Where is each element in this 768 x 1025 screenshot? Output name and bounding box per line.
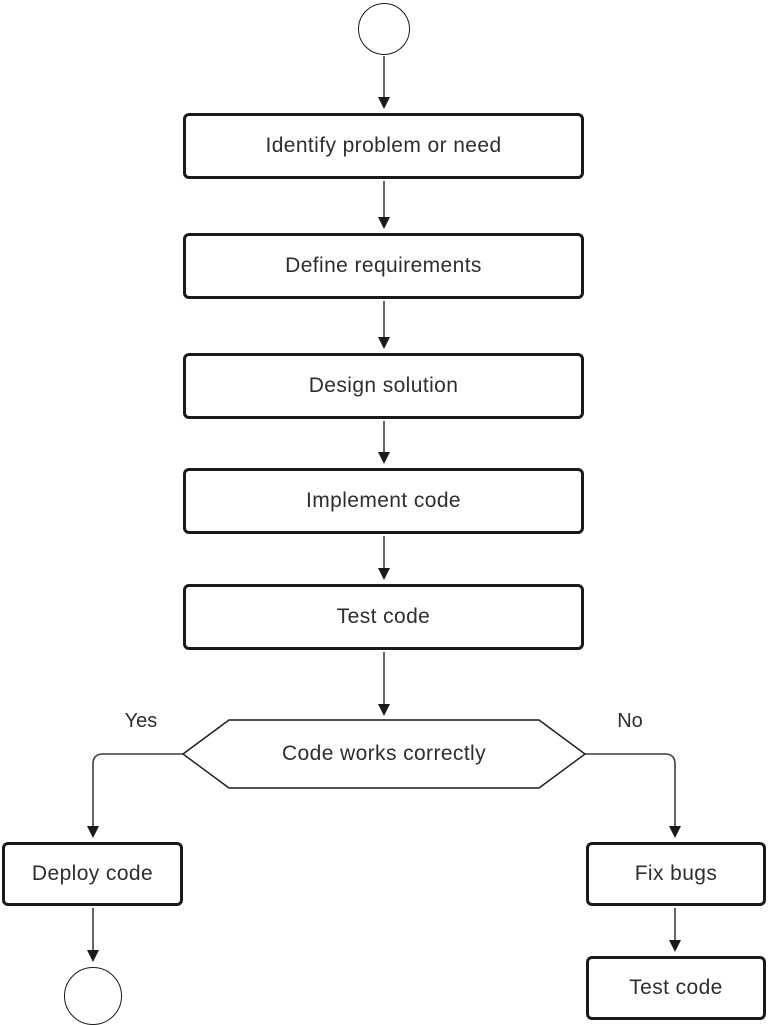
edge-decision-no-to-fixbugs (585, 753, 681, 838)
node-design-solution: Design solution (183, 353, 584, 419)
branch-no-text: No (617, 710, 643, 732)
node-deploy-code-label: Deploy code (31, 862, 154, 885)
end-node (64, 967, 122, 1025)
node-identify-problem: Identify problem or need (183, 113, 584, 179)
node-fix-bugs-label: Fix bugs (634, 862, 718, 885)
node-retest-code-label: Test code (629, 976, 723, 999)
start-node (358, 3, 410, 55)
node-define-requirements: Define requirements (183, 233, 584, 299)
decision-code-works-correctly: Code works correctly (229, 720, 539, 788)
edge-decision-yes-to-deploy (87, 753, 183, 838)
node-implement-code-label: Implement code (305, 489, 461, 512)
decision-hexagon-shape (181, 719, 587, 789)
node-deploy-code: Deploy code (2, 842, 183, 906)
branch-label-no: No (600, 710, 660, 733)
node-test-code-label: Test code (336, 605, 431, 628)
node-test-code: Test code (183, 584, 584, 650)
node-implement-code: Implement code (183, 468, 584, 534)
node-fix-bugs: Fix bugs (586, 842, 766, 906)
decision-label-text: Code works correctly (281, 742, 487, 765)
branch-label-yes: Yes (111, 710, 171, 733)
node-design-solution-label: Design solution (308, 374, 459, 397)
branch-yes-text: Yes (124, 710, 158, 732)
node-retest-code: Test code (586, 956, 766, 1020)
node-identify-problem-label: Identify problem or need (265, 134, 502, 157)
node-define-requirements-label: Define requirements (285, 254, 482, 277)
